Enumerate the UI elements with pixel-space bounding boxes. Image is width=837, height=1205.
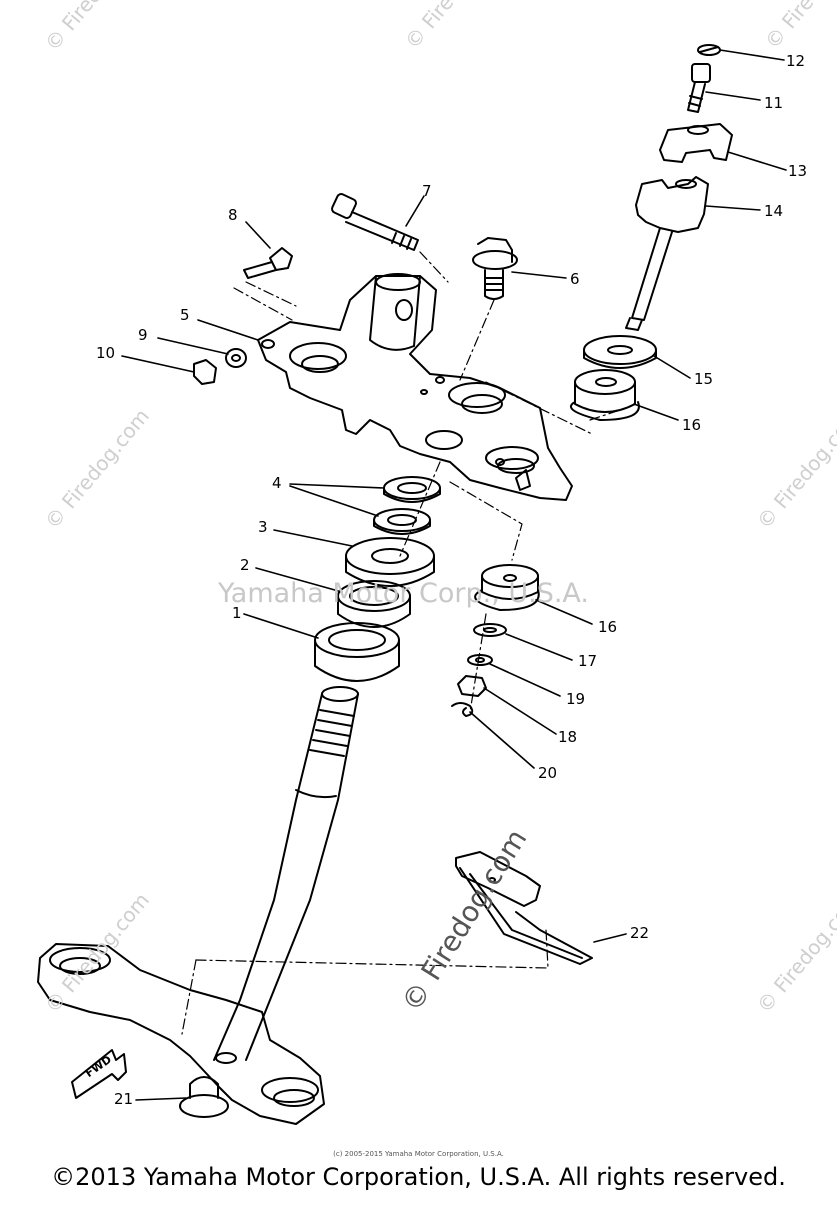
part-8-bolt [243, 247, 293, 279]
upper-crown [257, 273, 573, 501]
callout-9: 9 [138, 326, 148, 344]
callout-5: 5 [180, 306, 190, 324]
callout-12: 12 [786, 52, 806, 70]
callout-6: 6 [570, 270, 580, 288]
callout-1: 1 [232, 604, 242, 622]
part-16-upper-damper [569, 369, 640, 421]
part-15-washer [583, 335, 657, 369]
callout-17: 17 [578, 652, 598, 670]
callout-2: 2 [240, 556, 250, 574]
callout-20: 20 [538, 764, 558, 782]
callout-4: 4 [272, 474, 282, 492]
part-18-nut [457, 675, 487, 697]
callout-13: 13 [788, 162, 808, 180]
part-20-cotter-pin [451, 702, 474, 717]
watermark-yamaha: Yamaha Motor Corp., U.S.A. [218, 578, 590, 609]
callout-10: 10 [96, 344, 116, 362]
copyright-main: ©2013 Yamaha Motor Corporation, U.S.A. A… [51, 1163, 786, 1191]
callout-16-upper: 16 [682, 416, 702, 434]
callout-14: 14 [764, 202, 784, 220]
part-21-seal [179, 1076, 229, 1118]
leader-lines [121, 49, 787, 1101]
callout-18: 18 [558, 728, 578, 746]
part-1-bearing [314, 622, 400, 682]
part-12-screw-head [697, 44, 721, 56]
part-2-bearing [337, 580, 411, 628]
part-11-bolt [687, 63, 711, 113]
part-6-flange-bolt [472, 237, 518, 300]
callout-16-lower: 16 [598, 618, 618, 636]
callout-8: 8 [228, 206, 238, 224]
part-13-handle-clamp-cap [659, 123, 733, 163]
callout-19: 19 [566, 690, 586, 708]
part-10-cap [193, 359, 217, 385]
callout-3: 3 [258, 518, 268, 536]
part-3-bearing-cover [345, 537, 435, 587]
under-bracket [37, 943, 325, 1125]
assembly-lines [181, 251, 621, 1035]
copyright-small: (c) 2005-2015 Yamaha Motor Corporation, … [333, 1150, 504, 1158]
callout-7: 7 [422, 182, 432, 200]
part-7-bolt [331, 193, 419, 251]
callout-11: 11 [764, 94, 784, 112]
callout-15: 15 [694, 370, 714, 388]
fwd-arrow [71, 1049, 127, 1099]
part-19-washer [467, 654, 493, 666]
part-17-washer [473, 623, 507, 637]
callout-22: 22 [630, 924, 650, 942]
callout-21: 21 [114, 1090, 134, 1108]
part-14-handle-holder [625, 176, 709, 331]
steering-stem [213, 686, 359, 1061]
part-9-washer [225, 348, 247, 368]
part-22-bracket [455, 851, 593, 965]
